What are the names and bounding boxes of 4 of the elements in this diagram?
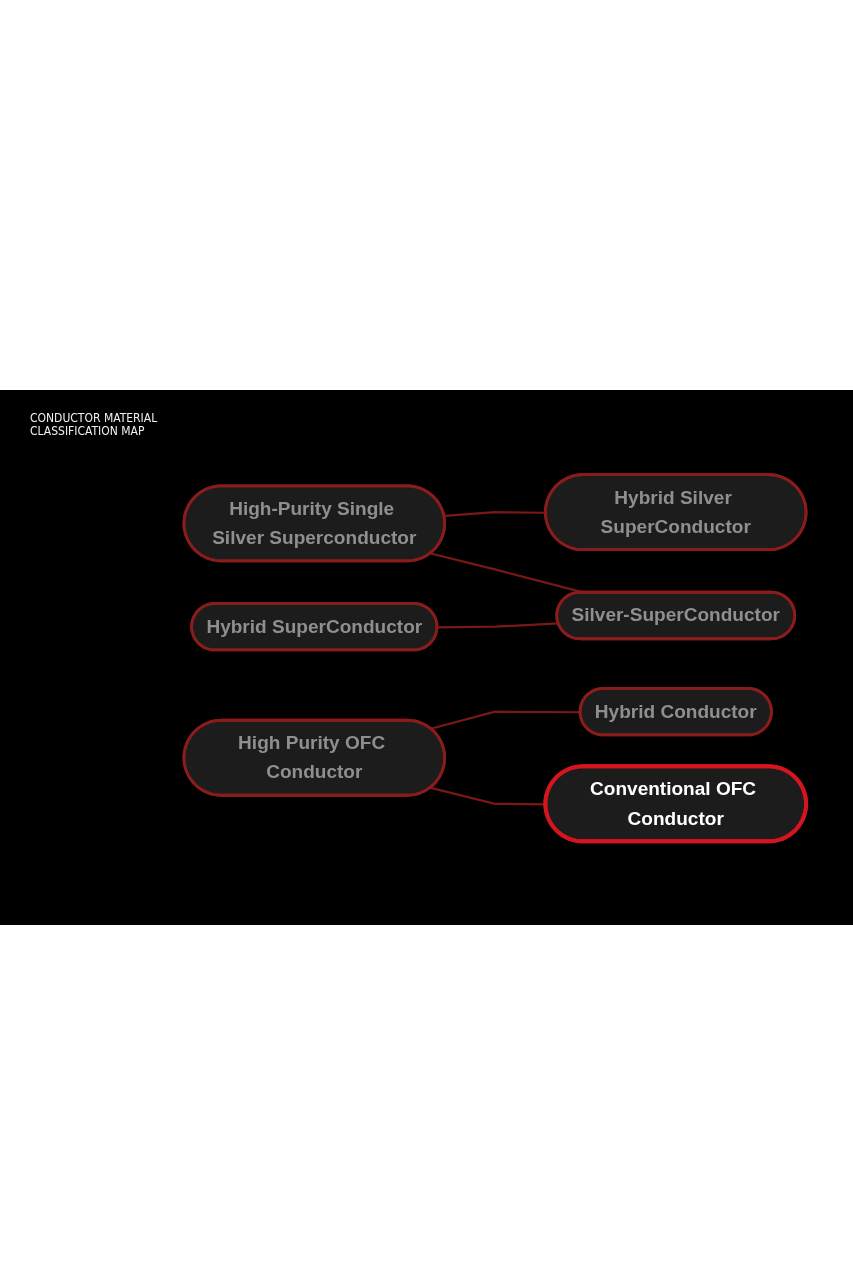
connector [437,622,559,629]
diagram-title: CONDUCTOR MATERIAL CLASSIFICATION MAP [30,412,159,439]
connector [444,511,546,518]
connector [430,710,581,730]
